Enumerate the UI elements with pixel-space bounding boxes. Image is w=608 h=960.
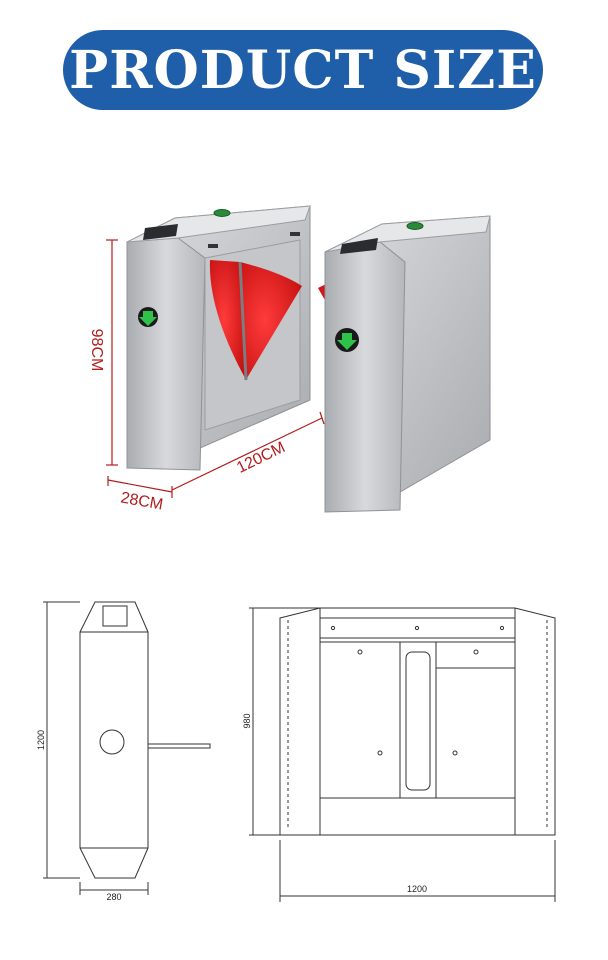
- down-arrow-indicator-icon: [138, 307, 158, 327]
- side-height-label: 1200: [36, 730, 46, 750]
- wing-left: [209, 260, 245, 378]
- wing-right: [240, 262, 302, 378]
- front-view: [249, 607, 556, 902]
- turnstile-photo: 98CM 120CM 28CM: [88, 205, 491, 514]
- dimension-lines: [106, 239, 325, 498]
- height-dimension-label: 98CM: [88, 329, 105, 372]
- side-width-label: 280: [106, 892, 121, 902]
- right-cabinet: [324, 215, 491, 513]
- side-view: [43, 601, 211, 895]
- length-dimension-label: 120CM: [234, 439, 288, 477]
- banner-title: PRODUCT SIZE: [69, 39, 537, 101]
- card-reader-icon: [143, 224, 178, 240]
- top-light-icon: [213, 209, 231, 217]
- technical-drawing: 1200 280 980 1200: [36, 601, 556, 902]
- title-banner: PRODUCT SIZE: [63, 30, 543, 110]
- depth-dimension-label: 28CM: [119, 489, 164, 513]
- front-height-label: 980: [242, 713, 252, 728]
- left-cabinet: [126, 205, 311, 471]
- front-width-label: 1200: [407, 884, 427, 894]
